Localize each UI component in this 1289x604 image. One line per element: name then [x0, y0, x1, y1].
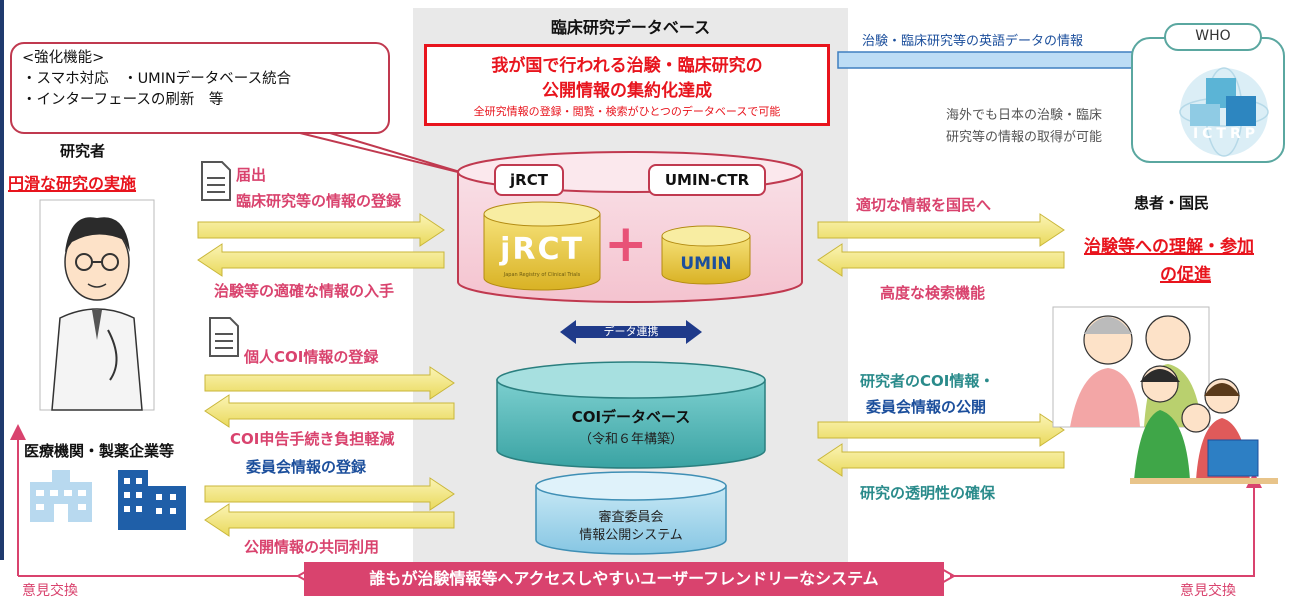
arrow-obtain-left [197, 243, 445, 277]
coi-db-cylinder [496, 361, 766, 469]
right-arrows [817, 213, 1065, 477]
appropriate-info-label: 適切な情報を国民へ [856, 196, 992, 214]
exchange-arrowhead-left [10, 424, 26, 440]
goal-line2: 公開情報の集約化達成 [542, 81, 712, 101]
public-goal-line1: 治験等への理解・参加 [1084, 237, 1254, 257]
coi-register-label: 個人COI情報の登録 [244, 348, 379, 366]
jrct-label-box: jRCT [494, 164, 564, 196]
left-arrows [197, 213, 455, 537]
notify-label2: 臨床研究等の情報の登録 [236, 192, 402, 210]
arrow-burden-left [204, 394, 455, 428]
public-goal-line2: の促進 [1160, 265, 1211, 285]
researcher-title: 研究者 [60, 142, 106, 160]
shared-use-label: 公開情報の共同利用 [244, 538, 380, 556]
family-illustration [1052, 306, 1278, 484]
enhancement-line2: ・インターフェースの刷新 等 [22, 92, 224, 108]
obtain-label: 治験等の適確な情報の入手 [214, 282, 395, 300]
goal-sub: 全研究情報の登録・閲覧・検索がひとつのデータベースで可能 [473, 105, 781, 118]
data-link-label: データ連携 [603, 325, 659, 338]
overseas-line1: 海外でも日本の治験・臨床 [946, 108, 1103, 123]
enhancement-title: <強化機能> [22, 50, 105, 66]
burden-label: COI申告手続き負担軽減 [230, 430, 395, 448]
jrct-cylinder [483, 201, 601, 291]
goal-box: 我が国で行われる治験・臨床研究の 公開情報の集約化達成 全研究情報の登録・閲覧・… [424, 44, 830, 126]
review-db-cylinder [535, 471, 727, 555]
arrow-committee-right [204, 477, 455, 511]
coi-publish-line2: 委員会情報の公開 [866, 398, 987, 416]
goal-line1: 我が国で行われる治験・臨床研究の [491, 56, 763, 76]
exchange-line-right [950, 480, 1255, 577]
committee-register-label: 委員会情報の登録 [246, 458, 367, 476]
arrow-shared-left [204, 503, 455, 537]
english-data-label: 治験・臨床研究等の英語データの情報 [862, 34, 1084, 49]
data-link-arrow [560, 320, 702, 344]
bar-arrow-right [939, 567, 957, 585]
overseas-line2: 研究等の情報の取得が可能 [946, 130, 1103, 145]
umin-cylinder [661, 225, 751, 285]
coi-db-title: COIデータベース [571, 408, 691, 426]
review-line2: 情報公開システム [579, 528, 683, 543]
who-badge: WHO [1195, 28, 1231, 44]
transparency-label: 研究の透明性の確保 [860, 484, 996, 502]
umin-ctr-label-box: UMIN-CTR [648, 164, 766, 196]
arrow-search-left [817, 243, 1065, 277]
institution-title: 医療機関・製薬企業等 [24, 442, 175, 460]
buildings-icon [30, 470, 186, 530]
researcher-illustration [39, 199, 155, 411]
exchange-right-label: 意見交換 [1180, 583, 1236, 599]
exchange-left-label: 意見交換 [22, 583, 78, 599]
who-badge-frame [1164, 23, 1262, 51]
bottom-system-bar: 誰もが治験情報等へアクセスしやすいユーザーフレンドリーなシステム [304, 562, 944, 596]
umin-ctr-label: UMIN-CTR [664, 171, 750, 189]
jrct-label: jRCT [510, 171, 548, 189]
notify-label1: 届出 [236, 166, 267, 184]
jrct-logo: jRCT [500, 232, 584, 267]
researcher-goal: 円滑な研究の実施 [8, 174, 137, 193]
public-title: 患者・国民 [1134, 194, 1210, 212]
document-icon [201, 161, 231, 201]
arrow-appropriate-right [817, 213, 1065, 247]
jrct-logo-sub: Japan Registry of Clinical Trials [503, 272, 581, 278]
ictrp-logo-text: ICTRP [1192, 126, 1260, 142]
ictrp-logo [1179, 67, 1269, 157]
enhancement-line1: ・スマホ対応 ・UMINデータベース統合 [22, 71, 292, 87]
document-icon [209, 317, 239, 357]
coi-db-sub: （令和６年構築） [578, 432, 683, 447]
plus-sign: + [604, 214, 648, 274]
review-line1: 審査委員会 [598, 510, 664, 525]
umin-logo: UMIN [680, 254, 732, 274]
arrow-register-right [197, 213, 445, 247]
left-edge-bar [0, 0, 4, 560]
enhancement-callout: <強化機能> ・スマホ対応 ・UMINデータベース統合 ・インターフェースの刷新… [10, 42, 390, 134]
callout-tail [299, 132, 471, 176]
search-label: 高度な検索機能 [880, 284, 986, 302]
arrow-transparency-left [817, 443, 1065, 477]
arrow-coi-right [204, 366, 455, 400]
center-title: 臨床研究データベース [550, 18, 711, 37]
coi-publish-line1: 研究者のCOI情報・ [860, 372, 995, 390]
arrow-publish-right [817, 413, 1065, 447]
